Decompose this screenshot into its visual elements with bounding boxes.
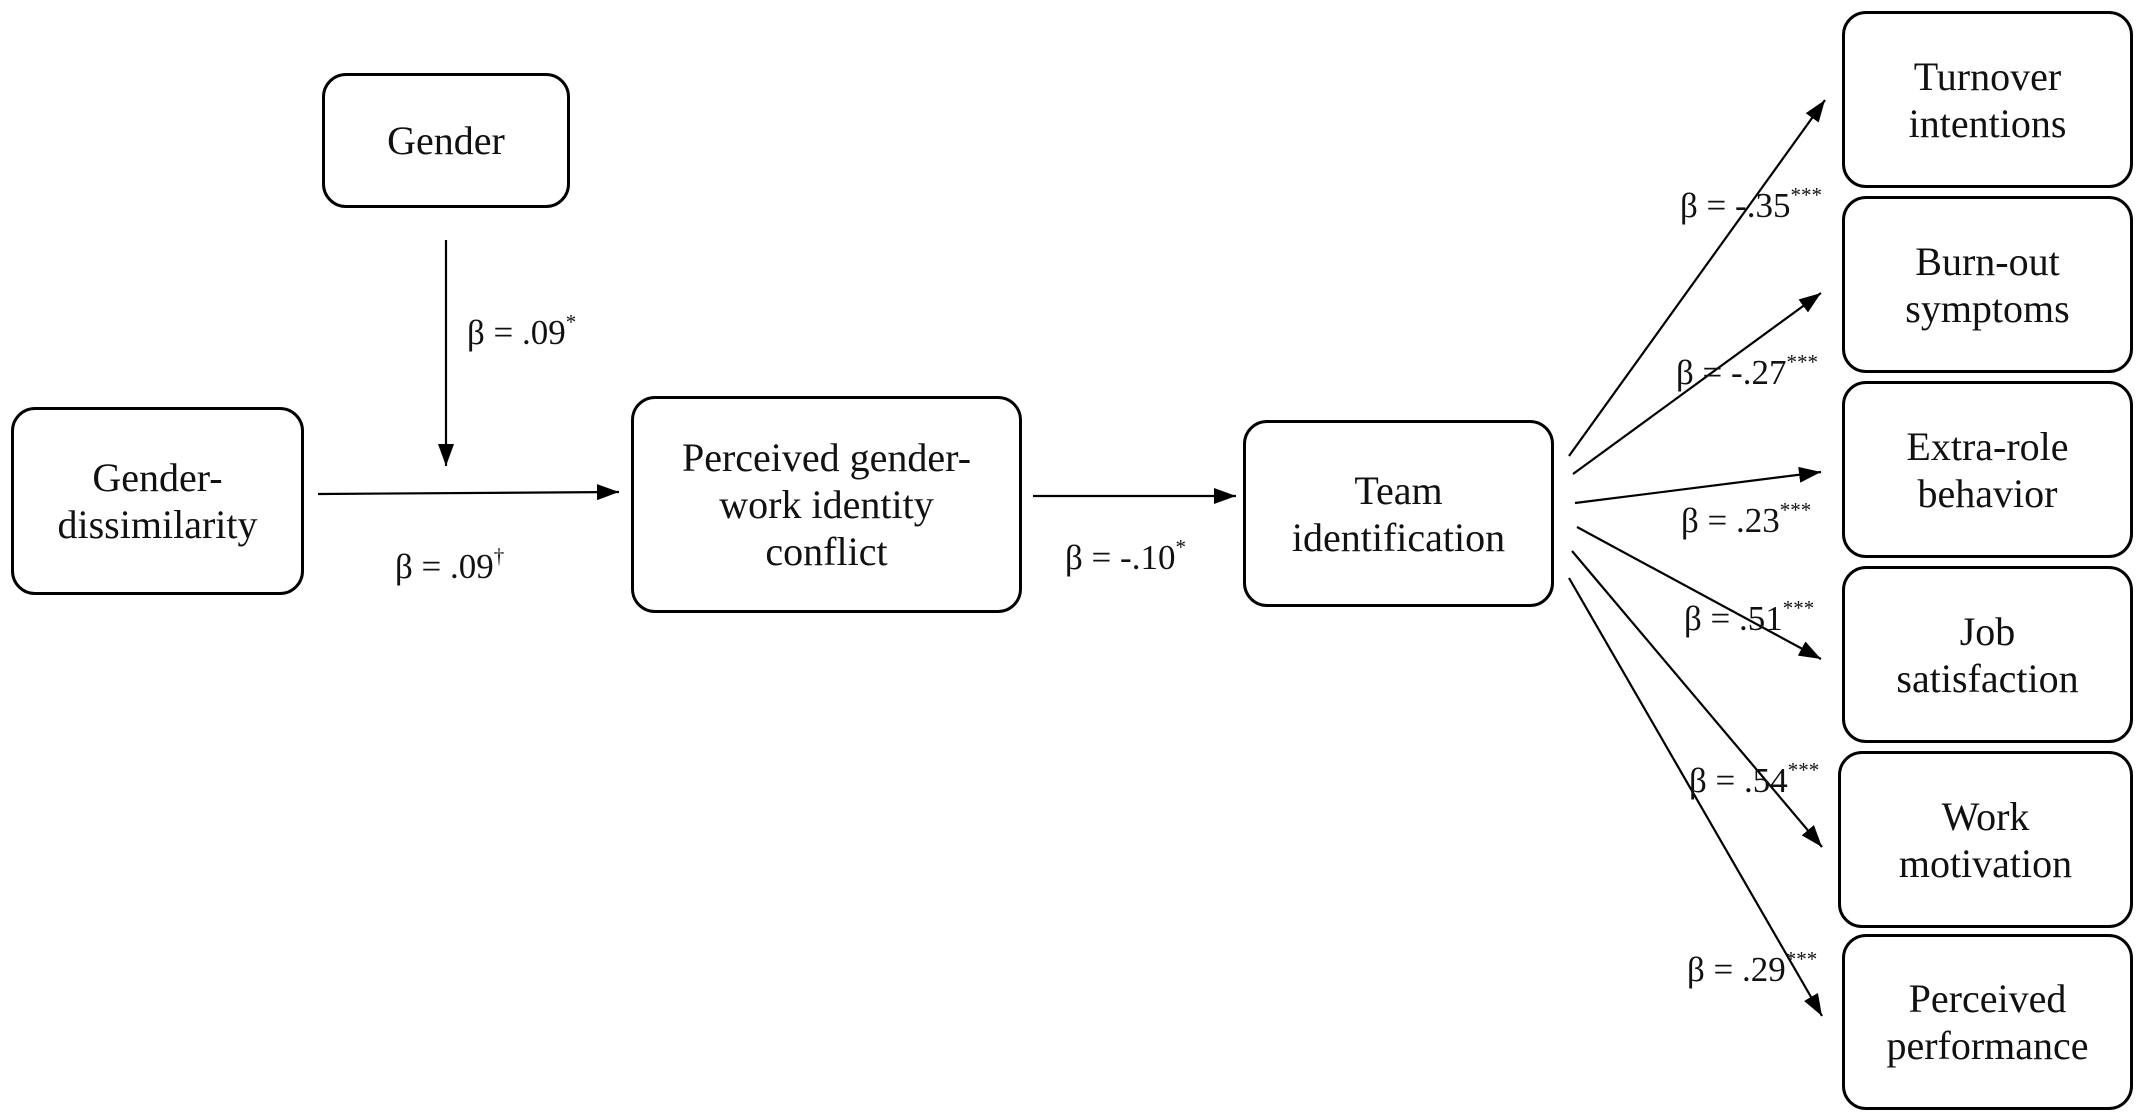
significance-marker: *** — [1785, 947, 1818, 971]
arrow-team-to-burnout — [1572, 292, 1822, 475]
coef-conflict-to-team: β = -.10* — [1065, 527, 1186, 578]
node-perceived-conflict-line-3: conflict — [765, 529, 888, 574]
coef-value: β = .09 — [395, 547, 494, 586]
coef-dissimilarity-to-conflict: β = .09† — [395, 536, 504, 587]
node-performance-line-2: performance — [1886, 1023, 2089, 1068]
node-work-motivation-line-2: motivation — [1898, 840, 2073, 886]
significance-marker: *** — [1790, 183, 1822, 207]
node-gender: Gender — [322, 73, 570, 208]
coef-value: β = .09 — [467, 313, 566, 352]
arrow-team-to-performance — [1568, 577, 1823, 1017]
node-job-satisfaction: Job satisfaction — [1842, 566, 2133, 743]
node-turnover-intentions: Turnover intentions — [1842, 11, 2133, 188]
node-gender-dissimilarity-line-2: dissimilarity — [57, 502, 258, 547]
coef-team-to-extra-role: β = .23*** — [1681, 490, 1811, 541]
node-job-satisfaction-line-2: satisfaction — [1896, 655, 2079, 701]
coef-team-to-burnout: β = -.27*** — [1676, 342, 1818, 393]
node-turnover-line-1: Turnover — [1913, 53, 2062, 99]
node-perceived-conflict-line-1: Perceived gender- — [681, 435, 972, 480]
node-team-identification: Team identification — [1243, 420, 1554, 607]
arrow-team-to-job-satisfaction — [1576, 526, 1822, 660]
coef-gender-moderation: β = .09* — [467, 302, 576, 353]
node-burnout-line-2: symptoms — [1905, 285, 2070, 331]
node-performance-line-1: Perceived — [1908, 976, 2067, 1021]
node-extra-role-line-1: Extra-role — [1906, 423, 2069, 469]
coef-value: β = -.10 — [1065, 538, 1176, 577]
coef-value: β = -.35 — [1680, 186, 1791, 225]
coef-value: β = .51 — [1684, 599, 1783, 638]
arrow-team-to-turnover — [1568, 99, 1826, 457]
node-burnout-line-1: Burn-out — [1915, 238, 2060, 284]
node-perceived-performance: Perceived performance — [1842, 934, 2133, 1110]
node-job-satisfaction-line-1: Job — [1959, 608, 2016, 654]
coef-value: β = .54 — [1689, 761, 1788, 800]
node-team-identification-line-2: identification — [1291, 514, 1506, 560]
significance-marker: *** — [1779, 498, 1812, 522]
node-extra-role-behavior: Extra-role behavior — [1842, 381, 2133, 558]
node-perceived-conflict-line-2: work identity — [719, 482, 934, 527]
coef-team-to-turnover: β = -.35*** — [1680, 175, 1822, 226]
significance-marker: *** — [1786, 350, 1818, 374]
arrow-dissimilarity-to-conflict — [317, 484, 620, 501]
node-turnover-line-2: intentions — [1908, 100, 2067, 146]
node-burnout-symptoms: Burn-out symptoms — [1842, 196, 2133, 373]
node-gender-dissimilarity-line-1: Gender- — [92, 455, 223, 500]
node-extra-role-line-2: behavior — [1917, 470, 2058, 516]
node-gender-label: Gender — [387, 118, 505, 163]
node-team-identification-line-1: Team — [1354, 467, 1443, 513]
significance-marker: † — [493, 544, 505, 568]
coef-value: β = -.27 — [1676, 353, 1787, 392]
coef-team-to-job-satisfaction: β = .51*** — [1684, 588, 1814, 639]
node-work-motivation-line-1: Work — [1941, 793, 2030, 839]
node-gender-dissimilarity: Gender- dissimilarity — [11, 407, 304, 595]
node-perceived-conflict: Perceived gender- work identity conflict — [631, 396, 1022, 613]
coef-team-to-performance: β = .29*** — [1687, 939, 1817, 990]
significance-marker: *** — [1782, 596, 1815, 620]
coef-team-to-work-motivation: β = .54*** — [1689, 750, 1819, 801]
coef-value: β = .23 — [1681, 501, 1780, 540]
arrow-team-to-work-motivation — [1571, 550, 1823, 848]
significance-marker: *** — [1787, 758, 1820, 782]
coef-value: β = .29 — [1687, 950, 1786, 989]
node-work-motivation: Work motivation — [1838, 751, 2133, 928]
significance-marker: * — [1175, 535, 1186, 559]
significance-marker: * — [565, 310, 577, 334]
arrow-team-to-extra-role — [1574, 466, 1822, 505]
